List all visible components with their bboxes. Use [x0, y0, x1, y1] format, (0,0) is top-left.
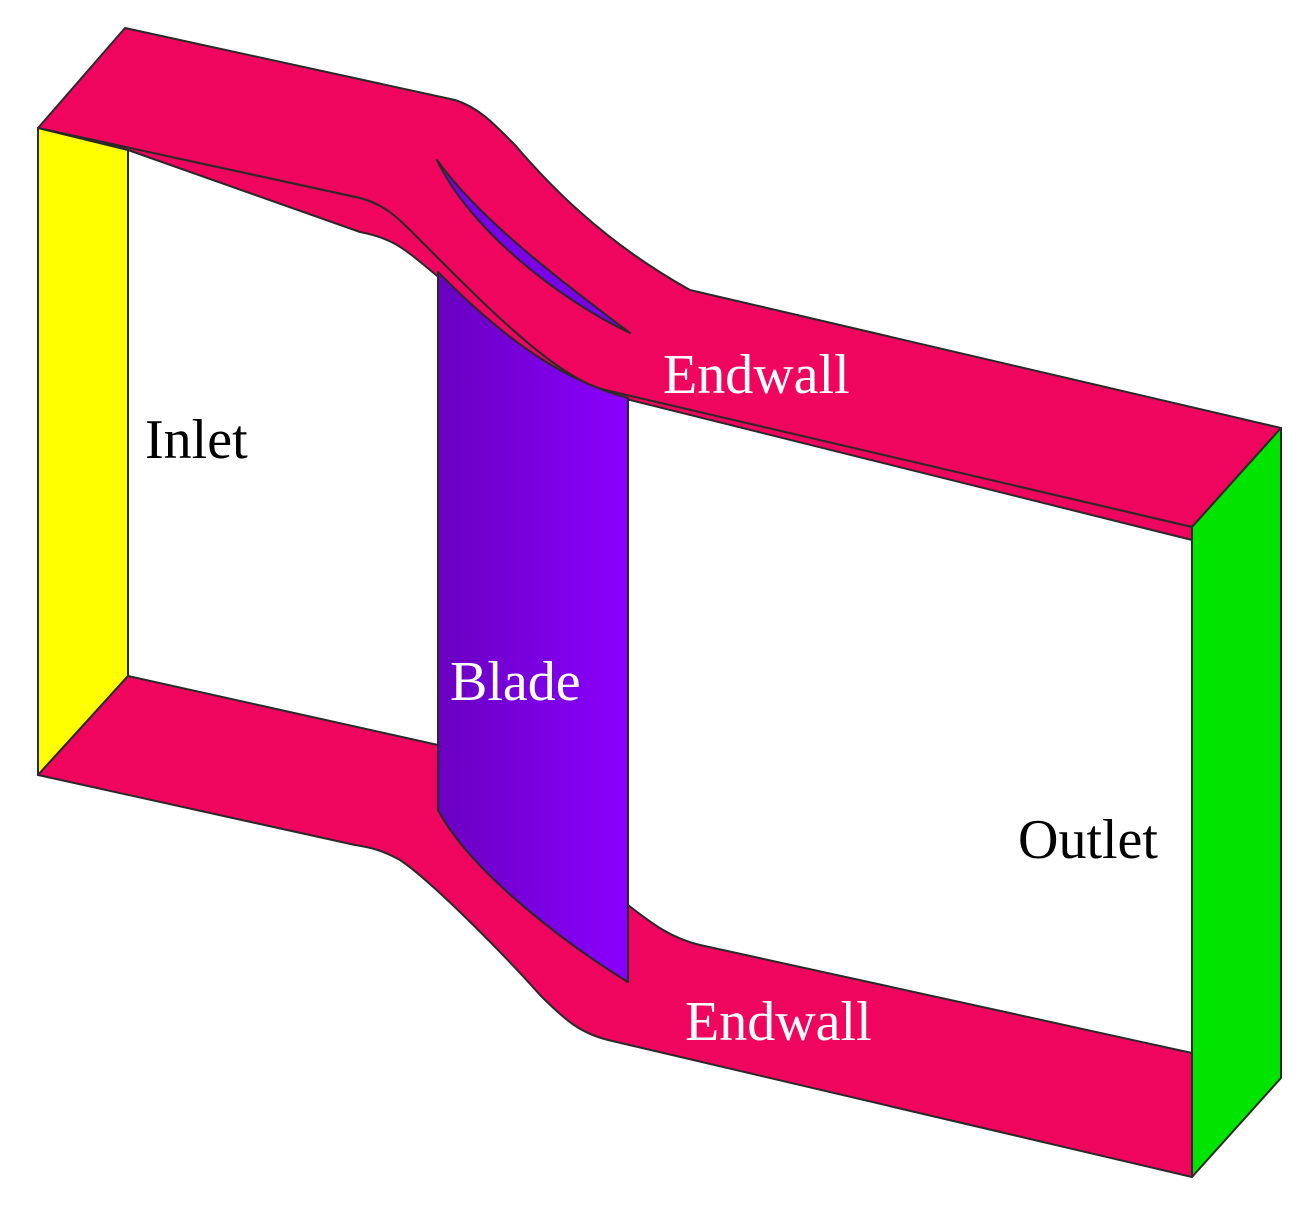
endwall-bottom-label: Endwall: [685, 991, 872, 1053]
endwall-top-label: Endwall: [663, 344, 850, 406]
outlet-label: Outlet: [1018, 809, 1158, 871]
inlet-face: [37, 127, 129, 776]
blade-label: Blade: [450, 651, 581, 713]
inlet-label: Inlet: [145, 409, 248, 471]
blade-tip-slot: [436, 159, 631, 334]
top-endwall-front-face: [37, 127, 1193, 541]
blade-surface: [437, 271, 629, 983]
outlet-face: [1191, 427, 1282, 1178]
